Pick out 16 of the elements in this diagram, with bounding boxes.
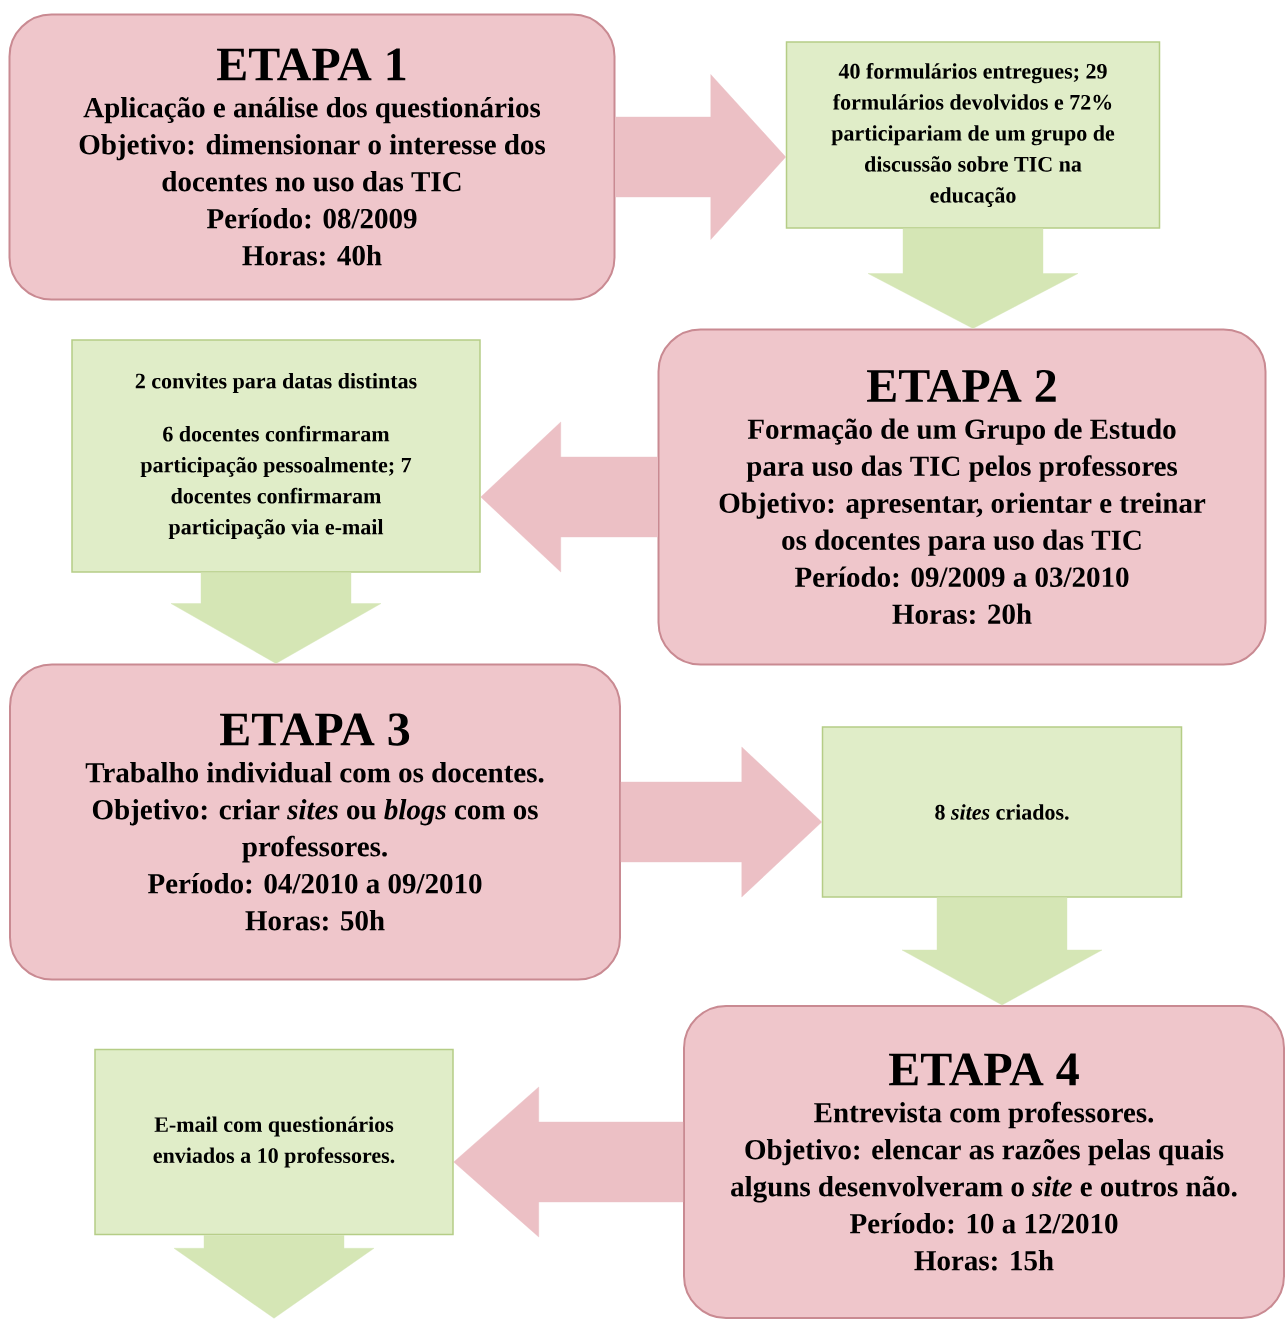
note-box: 8 sites criados.: [821, 726, 1183, 898]
block-arrow: [170, 572, 382, 664]
block-arrow: [867, 228, 1079, 329]
block-arrow: [901, 897, 1103, 1006]
block-arrow: [615, 74, 786, 240]
stage-box: ETAPA 1 Aplicação e análise dos questionários Objetivo: dimensionar o interesse dos docentes no uso das TIC Período: 08/2009 Horas: 40h: [8, 13, 616, 301]
block-arrow: [173, 1235, 375, 1319]
stage-box: ETAPA 4 Entrevista com professores. Objetivo: elencar as razões pelas quais alguns desenvolveram o site e outros não. Período: 10 a 12/2010 Horas: 15h: [683, 1005, 1285, 1319]
note-box: 2 convites para datas distintas 6 docentes confirmaram participação pessoalmente; 7 docentes confirmaram participação via e-mail: [71, 339, 481, 573]
block-arrow: [453, 1086, 684, 1238]
note-box: E-mail com questionários enviados a 10 professores.: [94, 1048, 454, 1236]
block-arrow: [620, 746, 822, 898]
block-arrow: [480, 421, 658, 573]
note-box: 40 formulários entregues; 29 formulários devolvidos e 72% participariam de um grupo de discussão sobre TIC na educação: [785, 41, 1161, 229]
stage-box: ETAPA 3 Trabalho individual com os docentes. Objetivo: criar sites ou blogs com os professores. Período: 04/2010 a 09/2010 Horas: 50h: [9, 663, 621, 981]
stage-box: ETAPA 2 Formação de um Grupo de Estudo para uso das TIC pelos professores Objetivo: apresentar, orientar e treinar os docentes para uso das TIC Período: 09/2009 a 03/2010 Horas: 20h: [657, 328, 1267, 666]
